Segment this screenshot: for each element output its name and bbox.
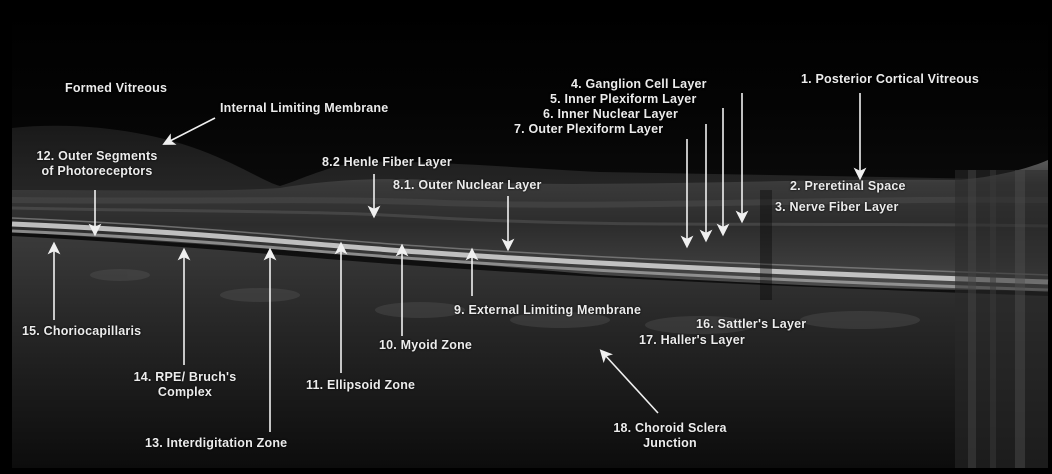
- label-outer-plexiform-layer: 7. Outer Plexiform Layer: [514, 122, 663, 137]
- label-henle-fiber-layer: 8.2 Henle Fiber Layer: [322, 155, 452, 170]
- label-inner-plexiform-layer: 5. Inner Plexiform Layer: [550, 92, 697, 107]
- label-formed-vitreous: Formed Vitreous: [65, 81, 167, 96]
- label-internal-limiting-membrane: Internal Limiting Membrane: [220, 101, 388, 116]
- label-preretinal-space: 2. Preretinal Space: [790, 179, 906, 194]
- label-outer-nuclear-layer: 8.1. Outer Nuclear Layer: [393, 178, 542, 193]
- label-ganglion-cell-layer: 4. Ganglion Cell Layer: [571, 77, 707, 92]
- label-rpe-bruchs-complex: 14. RPE/ Bruch's Complex: [110, 370, 260, 400]
- label-inner-nuclear-layer: 6. Inner Nuclear Layer: [543, 107, 678, 122]
- label-external-limiting-membrane: 9. External Limiting Membrane: [454, 303, 641, 318]
- label-hallers-layer: 17. Haller's Layer: [639, 333, 745, 348]
- label-posterior-cortical-vitreous: 1. Posterior Cortical Vitreous: [801, 72, 979, 87]
- label-choroid-sclera-junction: 18. Choroid Sclera Junction: [595, 421, 745, 451]
- label-ellipsoid-zone: 11. Ellipsoid Zone: [306, 378, 415, 393]
- label-sattlers-layer: 16. Sattler's Layer: [696, 317, 806, 332]
- label-nerve-fiber-layer: 3. Nerve Fiber Layer: [775, 200, 899, 215]
- label-myoid-zone: 10. Myoid Zone: [379, 338, 472, 353]
- label-interdigitation-zone: 13. Interdigitation Zone: [145, 436, 287, 451]
- label-outer-segments: 12. Outer Segments of Photoreceptors: [22, 149, 172, 179]
- label-choriocapillaris: 15. Choriocapillaris: [22, 324, 141, 339]
